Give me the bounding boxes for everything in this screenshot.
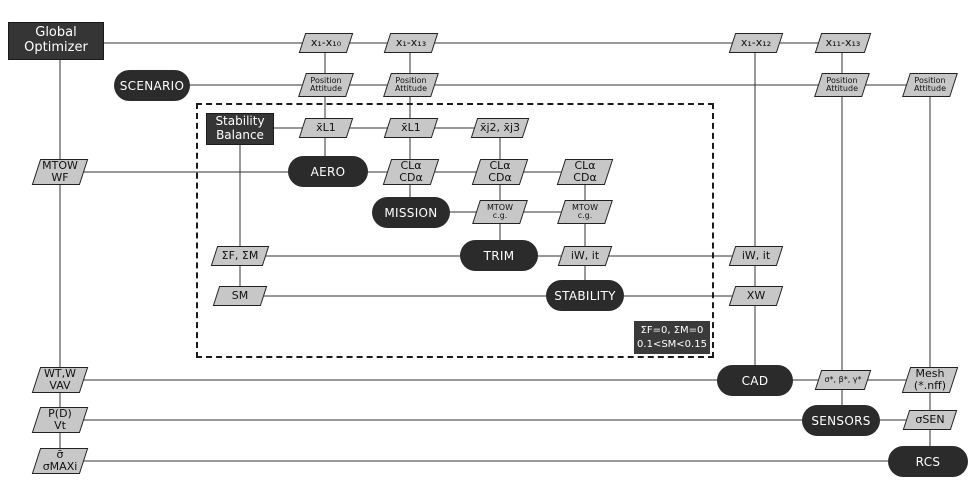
sigma-beta-gamma: σ*, β*, γ* <box>818 370 868 390</box>
cad-module[interactable]: CAD <box>717 365 793 396</box>
scenario-module[interactable]: SCENARIO <box>114 70 190 101</box>
sm-variable: SM <box>216 286 264 306</box>
xbar-l1-mission: x̄L1 <box>387 118 435 138</box>
global-optimizer-block[interactable]: Global Optimizer <box>8 22 104 60</box>
xw-variable: XW <box>732 286 780 306</box>
trim-module[interactable]: TRIM <box>460 240 538 271</box>
sum-f-sum-m: ΣF, ΣM <box>214 246 266 266</box>
constraint-line-1: ΣF=0, ΣM=0 <box>640 325 704 336</box>
sigma-sen: σSEN <box>906 410 954 430</box>
mtow-cg-1: MTOW c.g. <box>476 200 524 224</box>
xbar-j2-j3: x̄j2, x̄j3 <box>474 118 526 138</box>
cla-cda-1: CLα CDα <box>387 159 435 185</box>
sensors-module[interactable]: SENSORS <box>802 405 880 436</box>
position-attitude-aero: Position Attitude <box>302 73 350 97</box>
rcs-module[interactable]: RCS <box>888 446 968 477</box>
mtow-cg-2: MTOW c.g. <box>561 200 609 224</box>
position-attitude-rcs: Position Attitude <box>906 73 954 97</box>
stability-loop-frame <box>196 103 714 358</box>
var-x1-x13: x₁-x₁₃ <box>387 33 435 53</box>
iw-it-cad: iW, it <box>732 246 780 266</box>
cla-cda-3: CLα CDα <box>561 159 609 185</box>
var-x1-x10: x₁-x₁₀ <box>302 33 350 53</box>
stability-constraints: ΣF=0, ΣM=0 0.1<SM<0.15 <box>634 321 710 354</box>
mtow-wf: MTOW WF <box>36 159 84 185</box>
var-x11-x13: x₁₁-x₁₃ <box>818 33 868 53</box>
xbar-l1-aero: x̄L1 <box>302 118 350 138</box>
mesh-nff: Mesh (*.nff) <box>906 367 954 393</box>
constraint-line-2: 0.1<SM<0.15 <box>637 338 707 350</box>
iw-it-trim: iW, it <box>561 246 609 266</box>
pd-vt: P(D) Vt <box>36 407 84 433</box>
aero-module[interactable]: AERO <box>288 156 368 187</box>
sigma-max: σ̄ σMAXi <box>36 448 84 474</box>
position-attitude-mission: Position Attitude <box>387 73 435 97</box>
position-attitude-sensors: Position Attitude <box>818 73 866 97</box>
stability-balance-block[interactable]: Stability Balance <box>206 113 274 145</box>
var-x1-x12: x₁-x₁₂ <box>732 33 780 53</box>
mission-module[interactable]: MISSION <box>372 197 450 228</box>
stability-module[interactable]: STABILITY <box>546 280 624 311</box>
cla-cda-2: CLα CDα <box>476 159 524 185</box>
wt-vav: WT,W VAV <box>36 367 84 393</box>
